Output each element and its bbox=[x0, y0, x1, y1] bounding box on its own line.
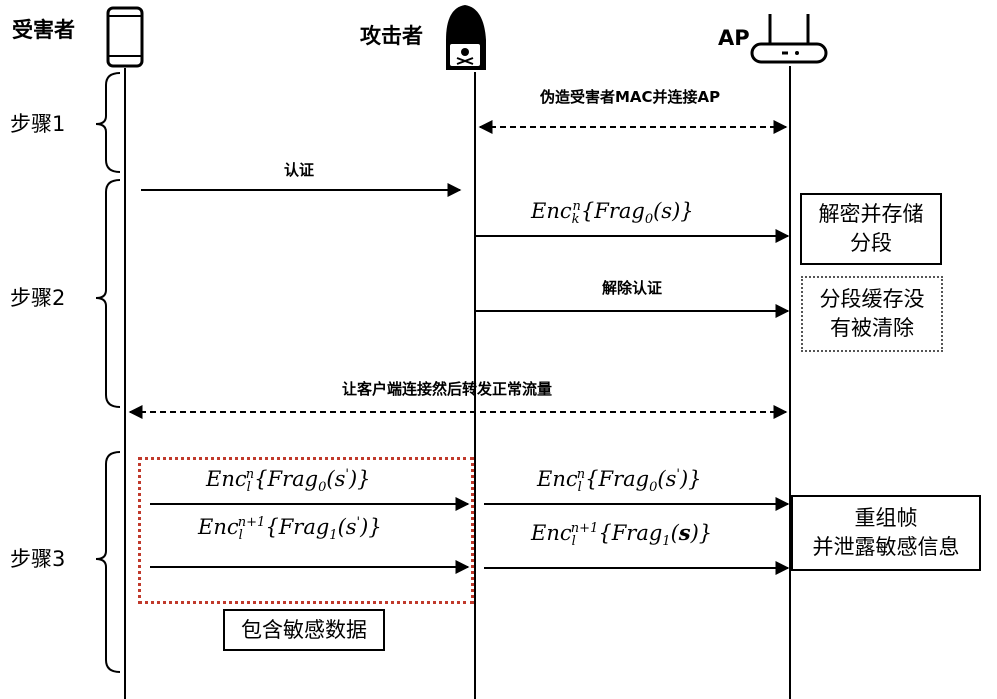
step2-label: 步骤2 bbox=[10, 286, 66, 310]
deauth-message-label: 解除认证 bbox=[602, 279, 663, 297]
auth-message-label: 认证 bbox=[284, 161, 315, 179]
victim-frag0-label: Encln{Frag0(s')} bbox=[206, 467, 371, 496]
enc-k-frag0-label: Enckn{Frag0(s)} bbox=[531, 199, 694, 228]
spoof-message-label: 伪造受害者MAC并连接AP bbox=[540, 88, 721, 106]
ap-label: AP bbox=[718, 26, 750, 50]
sensitive-data-group bbox=[138, 457, 474, 604]
cache-not-cleared-line1: 分段缓存没 bbox=[819, 287, 925, 311]
reassemble-leak-line2: 并泄露敏感信息 bbox=[812, 535, 960, 559]
step2-brace bbox=[95, 179, 121, 408]
decrypt-store-line2: 分段 bbox=[850, 231, 892, 255]
cache-not-cleared-box: 分段缓存没 有被清除 bbox=[801, 276, 943, 352]
hooded-hacker-icon bbox=[446, 5, 486, 70]
decrypt-store-line1: 解密并存储 bbox=[818, 202, 924, 226]
step3-label: 步骤3 bbox=[10, 547, 66, 571]
step1-label: 步骤1 bbox=[10, 112, 66, 136]
step3-brace bbox=[95, 451, 121, 673]
attacker-frag0-label: Encln{Frag0(s')} bbox=[537, 467, 702, 496]
reassemble-leak-box: 重组帧 并泄露敏感信息 bbox=[791, 495, 981, 571]
reassemble-leak-line1: 重组帧 bbox=[854, 506, 918, 530]
step1-brace bbox=[95, 72, 121, 173]
victim-label: 受害者 bbox=[12, 18, 75, 42]
attacker-label: 攻击者 bbox=[360, 24, 423, 48]
attacker-frag1-label: Encln+1{Frag1(s)} bbox=[531, 520, 713, 550]
sensitive-data-label-box: 包含敏感数据 bbox=[223, 609, 385, 651]
smartphone-icon bbox=[106, 6, 144, 68]
sensitive-data-label: 包含敏感数据 bbox=[241, 617, 367, 642]
victim-frag1-label: Encln+1{Frag1(s')} bbox=[198, 515, 382, 544]
router-icon bbox=[750, 14, 828, 64]
forward-message-label: 让客户端连接然后转发正常流量 bbox=[342, 380, 553, 398]
decrypt-store-box: 解密并存储 分段 bbox=[800, 193, 942, 265]
cache-not-cleared-line2: 有被清除 bbox=[830, 316, 914, 340]
